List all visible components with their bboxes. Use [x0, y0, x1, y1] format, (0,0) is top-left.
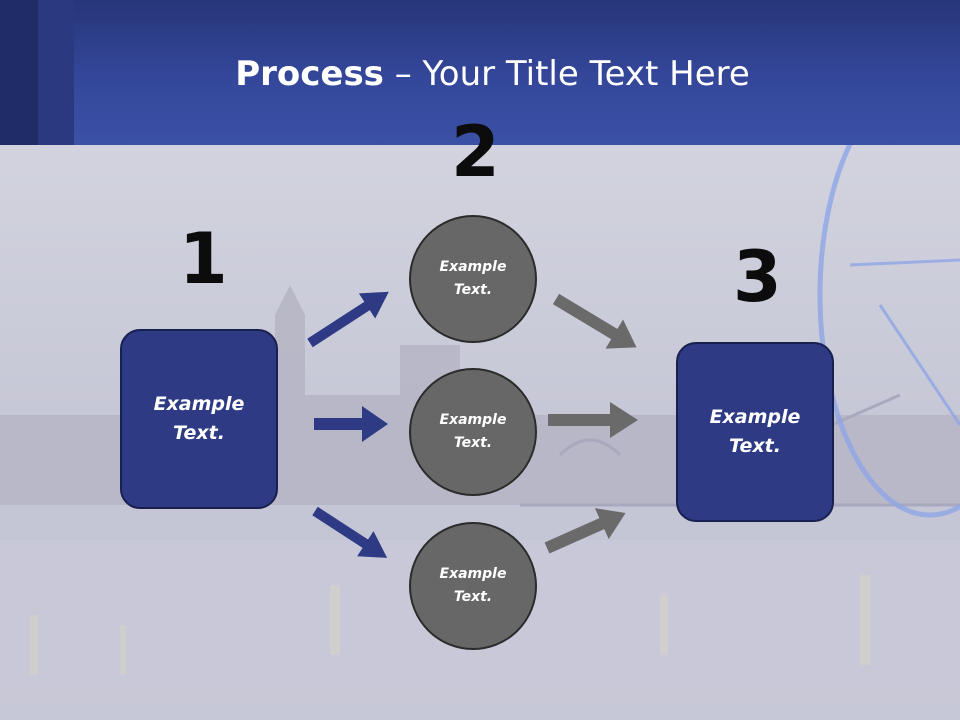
step-3-label: Example Text.	[709, 406, 801, 457]
step-number-1: 1	[179, 218, 228, 300]
title-rest: – Your Title Text Here	[383, 54, 750, 94]
header-accent-strip	[38, 0, 74, 145]
circle-top-label: Example Text.	[439, 259, 507, 298]
header-band	[0, 0, 960, 145]
step-number-2: 2	[451, 111, 500, 193]
circle-bottom-label: Example Text.	[439, 566, 507, 605]
circle-middle-label: Example Text.	[439, 412, 507, 451]
step-1-label: Example Text.	[153, 393, 245, 444]
circle-bottom: Example Text.	[409, 522, 537, 650]
step-3-box: Example Text.	[676, 342, 834, 522]
page-title: Process – Your Title Text Here	[0, 54, 960, 94]
step-1-box: Example Text.	[120, 329, 278, 509]
circle-top: Example Text.	[409, 215, 537, 343]
header-accent-strip	[0, 0, 38, 145]
step-number-3: 3	[733, 236, 782, 318]
circle-middle: Example Text.	[409, 368, 537, 496]
title-bold: Process	[235, 54, 384, 94]
